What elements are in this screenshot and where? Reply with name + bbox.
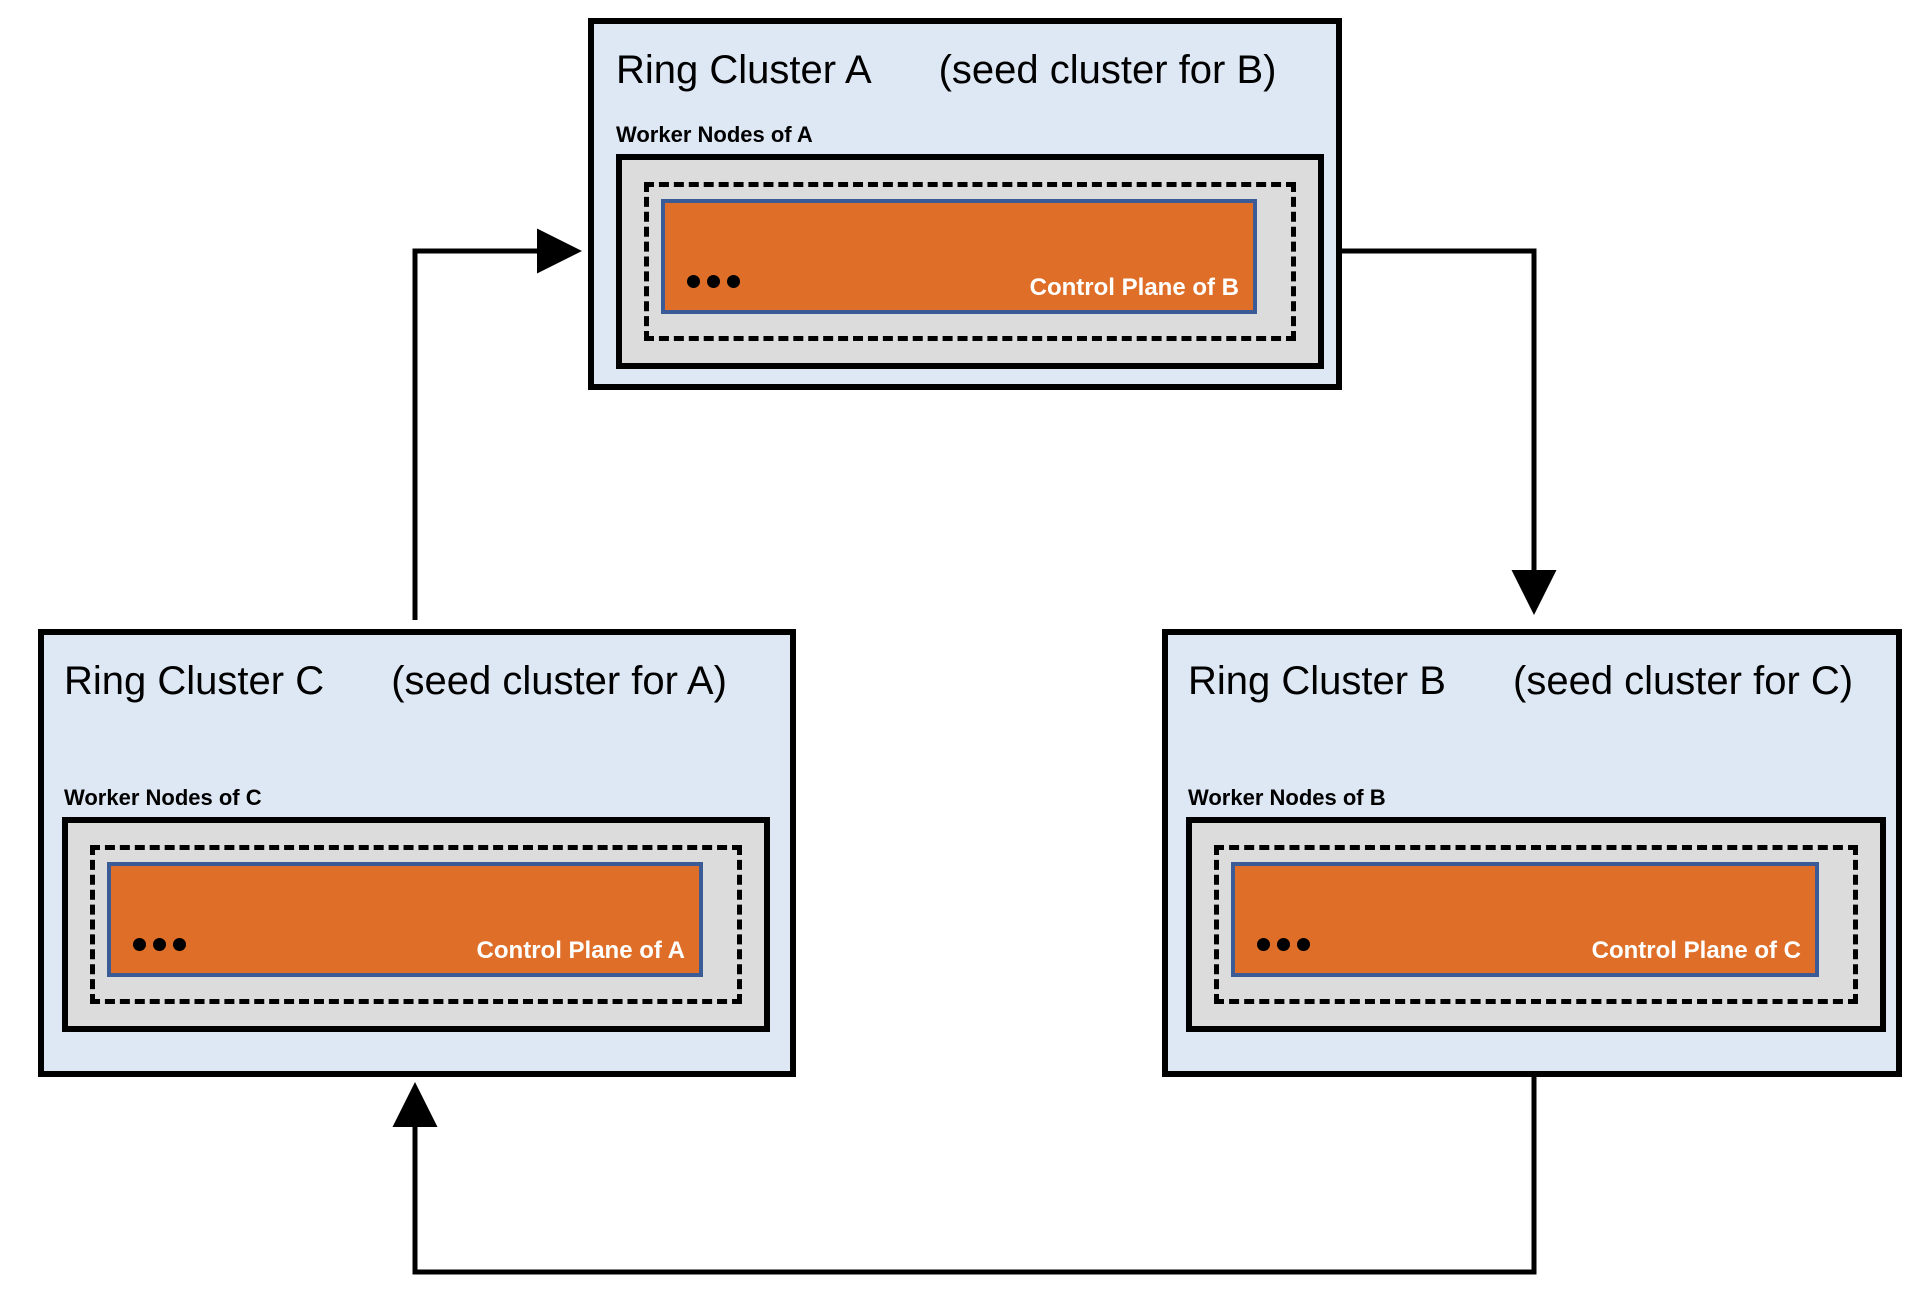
cluster-c-worker-label: Worker Nodes of C [64,785,262,810]
cluster-a-more-nodes-ellipsis [687,275,740,288]
ring-cluster-c[interactable]: Ring Cluster C (seed cluster for A) Work… [38,629,796,1077]
cluster-b-title: Ring Cluster B (seed cluster for C) [1188,661,1853,701]
connector-a-to-b [1342,248,1557,615]
cluster-b-worker-label: Worker Nodes of B [1188,785,1386,810]
cluster-a-name: Ring Cluster A [616,48,870,92]
cluster-c-seed-note: (seed cluster for A) [391,659,727,703]
connector-c-to-a [412,228,582,620]
cluster-c-control-plane-label: Control Plane of A [476,937,685,964]
cluster-a-worker-label: Worker Nodes of A [616,122,813,147]
cluster-b-control-plane-label: Control Plane of C [1591,937,1801,964]
cluster-a-control-plane-label: Control Plane of B [1029,274,1239,301]
cluster-c-control-plane-of-a[interactable]: Control Plane of A [107,862,703,977]
cluster-b-control-plane-of-c[interactable]: Control Plane of C [1231,862,1819,977]
cluster-c-name: Ring Cluster C [64,659,325,703]
connector-b-to-c [392,1071,1537,1275]
cluster-c-title: Ring Cluster C (seed cluster for A) [64,661,727,701]
cluster-a-control-plane-of-b[interactable]: Control Plane of B [661,199,1257,314]
cluster-b-name: Ring Cluster B [1188,659,1446,703]
cluster-c-more-nodes-ellipsis [133,938,186,951]
cluster-c-node-boundary: Control Plane of A [90,845,742,1004]
ring-cluster-a[interactable]: Ring Cluster A (seed cluster for B) Work… [588,18,1342,390]
cluster-a-seed-note: (seed cluster for B) [938,48,1277,92]
cluster-b-more-nodes-ellipsis [1257,938,1310,951]
cluster-b-node-boundary: Control Plane of C [1214,845,1858,1004]
cluster-a-title: Ring Cluster A (seed cluster for B) [616,50,1276,90]
cluster-b-worker-box[interactable]: Control Plane of C [1186,817,1886,1032]
cluster-a-node-boundary: Control Plane of B [644,182,1296,341]
cluster-a-worker-box[interactable]: Control Plane of B [616,154,1324,369]
cluster-c-worker-box[interactable]: Control Plane of A [62,817,770,1032]
ring-cluster-b[interactable]: Ring Cluster B (seed cluster for C) Work… [1162,629,1902,1077]
cluster-b-seed-note: (seed cluster for C) [1513,659,1854,703]
